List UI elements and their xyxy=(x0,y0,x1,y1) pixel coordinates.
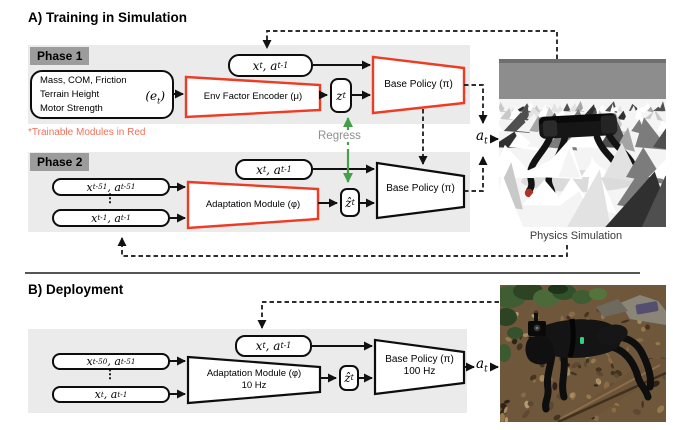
action-symbol-b: at xyxy=(476,356,488,375)
env-factor-line: Motor Strength xyxy=(40,102,103,114)
env-factor-line: Terrain Height xyxy=(40,88,100,100)
trainable-note: *Trainable Modules in Red xyxy=(28,127,146,138)
base-policy-phase2-label: Base Policy (π) xyxy=(386,183,455,194)
env-factor-line: Mass, COM, Friction xyxy=(40,74,127,86)
history-ellipsis-phase2: ⋮ xyxy=(104,191,116,205)
section-b-title: B) Deployment xyxy=(28,282,124,297)
real-robot-photo xyxy=(500,285,666,422)
foliage xyxy=(500,285,607,362)
action-symbol-a: at xyxy=(476,128,488,147)
regress-label: Regress xyxy=(316,130,363,142)
section-divider xyxy=(25,272,640,274)
phase1-label: Phase 1 xyxy=(30,47,90,65)
history-ellipsis-deploy: ⋮ xyxy=(104,367,116,381)
adaptation-module-phase2-label: Adaptation Module (φ) xyxy=(205,199,301,210)
physics-simulation-caption: Physics Simulation xyxy=(529,230,623,242)
section-a-title: A) Training in Simulation xyxy=(28,10,188,25)
base-policy-deploy-text: Base Policy (π) xyxy=(385,354,454,365)
adaptation-module-deploy-text: Adaptation Module (φ) xyxy=(206,368,302,379)
robot-led xyxy=(580,337,584,344)
base-policy-rate: 100 Hz xyxy=(403,366,436,377)
adaptation-module-rate: 10 Hz xyxy=(241,380,267,391)
env-factor-encoder-label: Env Factor Encoder (μ) xyxy=(203,91,303,102)
env-factors-box: Mass, COM, Friction Terrain Height Motor… xyxy=(30,70,174,119)
phase2-label: Phase 2 xyxy=(30,153,90,171)
adaptation-module-deploy-label: Adaptation Module (φ) 10 Hz xyxy=(190,359,318,401)
deployed-robot xyxy=(525,313,654,413)
base-policy-deploy-label: Base Policy (π) 100 Hz xyxy=(377,342,462,390)
physics-simulation-image xyxy=(499,59,666,227)
base-policy-phase1-label: Base Policy (π) xyxy=(384,79,453,90)
env-symbol: (et) xyxy=(145,89,165,106)
